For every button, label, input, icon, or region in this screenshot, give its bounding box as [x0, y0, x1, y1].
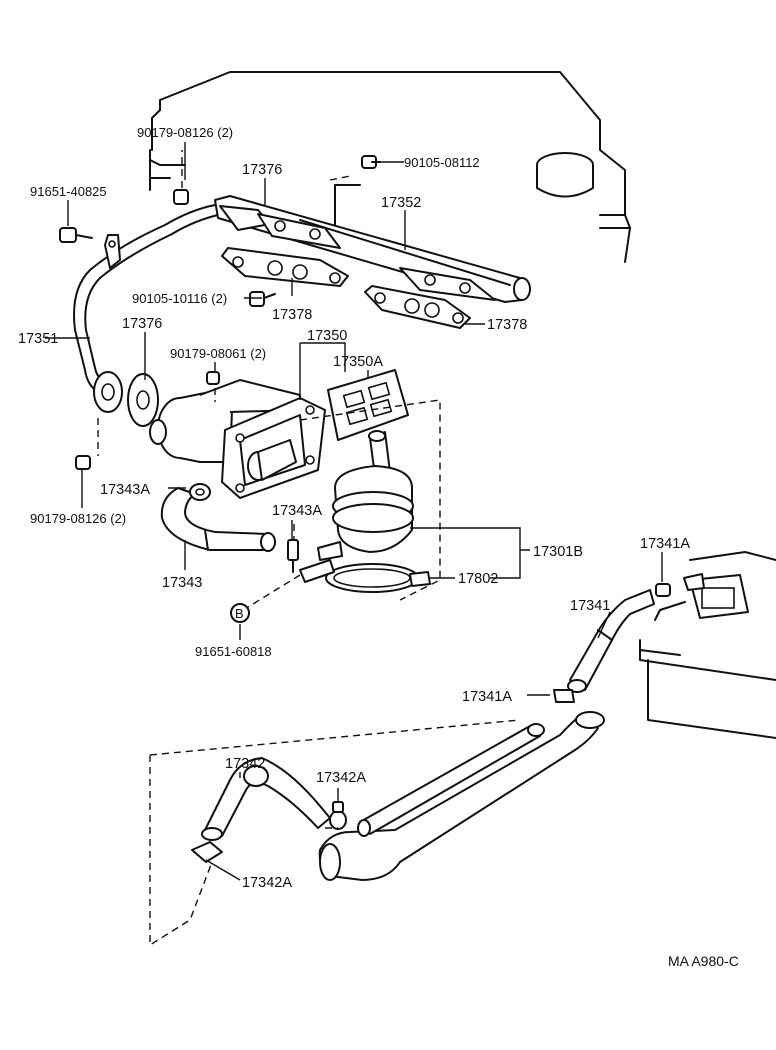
gasket-17378-b: [364, 285, 471, 329]
label-17378-b: 17378: [487, 317, 527, 333]
label-17342A-bot: 17342A: [242, 875, 292, 891]
part-labels: 90179-08126 (2) 90105-08112 91651-40825 …: [18, 125, 739, 969]
bolt-90105-08112: [361, 155, 381, 169]
bolt-90179-08061: [206, 371, 220, 385]
label-17376-top: 17376: [242, 162, 282, 178]
clip-17343A-mid: [287, 539, 299, 573]
label-17343A-mid: 17343A: [272, 503, 322, 519]
dashed-guides: [97, 150, 521, 947]
hose-17342: [191, 757, 347, 863]
gasket-17376: [127, 373, 159, 427]
label-90179-08061: 90179-08061 (2): [170, 346, 266, 361]
hose-17343: [160, 483, 276, 552]
label-90105-10116: 90105-10116 (2): [132, 291, 227, 306]
label-90105-08112: 90105-08112: [404, 155, 480, 170]
leader-lines: [45, 142, 663, 881]
label-17350A: 17350A: [333, 354, 383, 370]
label-17351: 17351: [18, 331, 58, 347]
label-17341A-mid: 17341A: [462, 689, 512, 705]
label-17350: 17350: [307, 328, 347, 344]
circle-b-marker: [230, 603, 250, 623]
valve-assembly-17350: [149, 379, 326, 499]
air-pipe-17352: [214, 195, 531, 303]
label-90179-08126-top: 90179-08126 (2): [137, 125, 233, 140]
air-pipe-lower: [318, 711, 605, 881]
air-filter-17301B: [332, 430, 414, 553]
label-17802: 17802: [458, 571, 498, 587]
label-17343: 17343: [162, 575, 202, 591]
bolt-90105-10116: [249, 291, 276, 307]
engine-outline-right: [639, 551, 776, 739]
figure-code: MA A980-C: [668, 953, 739, 969]
label-91651-60818: 91651-60818: [195, 644, 272, 659]
label-17352: 17352: [381, 195, 421, 211]
label-17342A-right: 17342A: [316, 770, 366, 786]
label-17376-mid: 17376: [122, 316, 162, 332]
bolt-90179-08126-top: [173, 189, 189, 205]
bolt-90179-08126-bot: [75, 455, 91, 470]
label-17341: 17341: [570, 598, 610, 614]
bolt-91651-40825: [59, 227, 93, 243]
label-17378-a: 17378: [272, 307, 312, 323]
gasket-17350A: [327, 369, 409, 441]
engine-outline: [149, 71, 631, 263]
label-17341A-top: 17341A: [640, 536, 690, 552]
label-circle-b: B: [235, 606, 244, 621]
gasket-17378-a: [221, 247, 349, 287]
label-91651-40825: 91651-40825: [30, 184, 107, 199]
label-17301B: 17301B: [533, 544, 583, 560]
clamp-17802: [299, 541, 431, 593]
label-90179-08126-bot: 90179-08126 (2): [30, 511, 126, 526]
label-17342: 17342: [225, 756, 265, 772]
label-17343A-left: 17343A: [100, 482, 150, 498]
air-pipe-17351: [73, 204, 223, 413]
